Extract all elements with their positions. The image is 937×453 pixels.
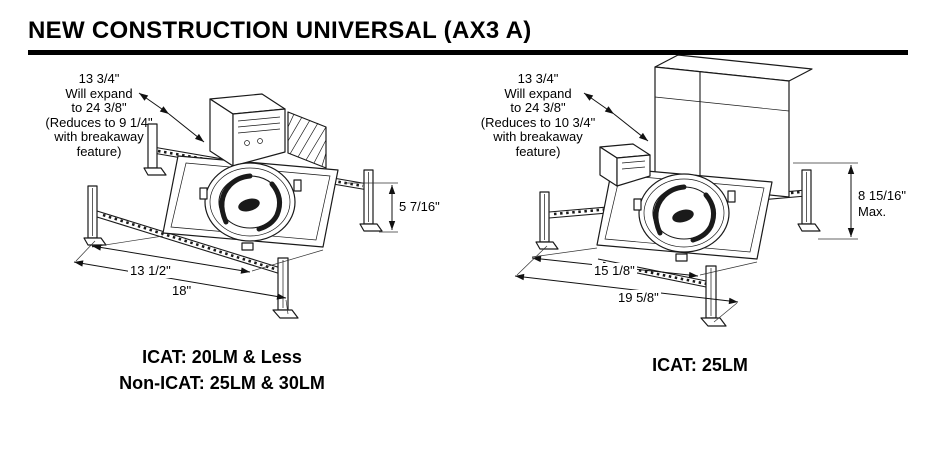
left-junction-box — [209, 93, 286, 167]
right-height-dimension-note: Max. — [856, 204, 889, 219]
left-expand-note-line: with breakaway — [54, 129, 144, 144]
left-expand-note-line: feature) — [76, 143, 122, 159]
right-expand-note-line: (Reduces to 10 3/4" — [480, 114, 596, 130]
left-inner-width-dimension-label: 13 1/2" — [128, 263, 173, 278]
left-height-dimension-label: 5 7/16" — [397, 199, 442, 214]
left-expand-note-line: Will expand — [65, 85, 133, 101]
title-rule — [28, 50, 908, 55]
right-junction-box — [599, 143, 651, 187]
left-expand-note-line: to 24 3/8" — [71, 100, 127, 115]
right-dimension-lines — [514, 92, 858, 323]
right-expand-note: 13 3/4" Will expand to 24 3/8" (Reduces … — [467, 71, 609, 159]
left-fixture-caption: ICAT: 20LM & Less Non-ICAT: 25LM & 30LM — [62, 344, 382, 396]
right-expand-note-line: to 24 3/8" — [510, 100, 566, 115]
left-caption-line: Non-ICAT: 25LM & 30LM — [119, 373, 325, 393]
left-dimension-lines — [73, 92, 398, 315]
right-caption-line: ICAT: 25LM — [652, 355, 748, 375]
left-fixture-drawing — [73, 92, 398, 319]
right-expand-note-line: feature) — [515, 143, 561, 159]
right-expand-note-line: 13 3/4" — [517, 71, 559, 86]
left-caption-line: ICAT: 20LM & Less — [142, 347, 302, 367]
page-title: NEW CONSTRUCTION UNIVERSAL (AX3 A) — [28, 17, 532, 44]
right-outer-width-dimension-label: 19 5/8" — [616, 290, 661, 305]
right-fixture-drawing — [514, 54, 858, 327]
right-enclosure-box — [654, 54, 813, 198]
right-fixture-caption: ICAT: 25LM — [560, 352, 840, 378]
left-expand-note-line: (Reduces to 9 1/4" — [45, 114, 153, 130]
left-outer-width-dimension-label: 18" — [170, 283, 194, 298]
right-expand-note-line: Will expand — [504, 85, 572, 101]
right-expand-note-line: with breakaway — [493, 129, 583, 144]
right-inner-width-dimension-label: 15 1/8" — [592, 263, 637, 278]
left-expand-note: 13 3/4" Will expand to 24 3/8" (Reduces … — [28, 71, 170, 159]
left-aperture — [199, 162, 302, 251]
right-height-dimension-label: 8 15/16" — [856, 188, 908, 203]
left-expand-note-line: 13 3/4" — [78, 71, 120, 86]
left-driver-plate — [287, 111, 327, 169]
